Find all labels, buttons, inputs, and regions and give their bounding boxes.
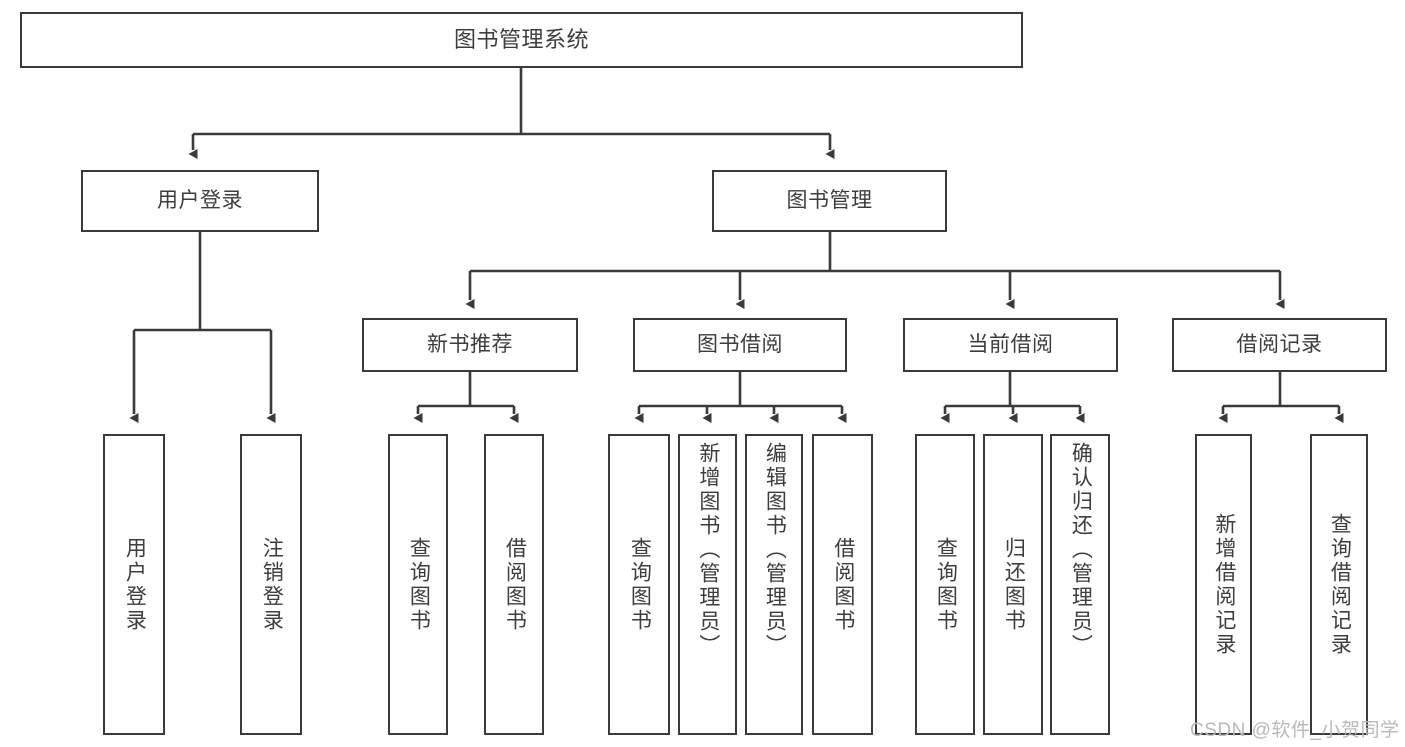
node-user-login[interactable]: 用户登录 <box>81 170 319 232</box>
csdn-watermark: CSDN @软件_小贺同学 <box>1190 720 1400 741</box>
node-borrow-record[interactable]: 借阅记录 <box>1172 318 1387 372</box>
leaf-query-books-borrow[interactable]: 查询图书 <box>608 434 670 735</box>
leaf-add-borrow-record[interactable]: 新增借阅记录 <box>1195 434 1252 735</box>
node-current-borrow[interactable]: 当前借阅 <box>903 318 1118 372</box>
leaf-logout[interactable]: 注销登录 <box>240 434 302 735</box>
leaf-add-book-admin[interactable]: 新增图书（管理员） <box>678 434 737 735</box>
leaf-query-books-recommend[interactable]: 查询图书 <box>388 434 448 735</box>
leaf-borrow-books[interactable]: 借阅图书 <box>812 434 873 735</box>
node-new-book-recommend[interactable]: 新书推荐 <box>362 318 578 372</box>
leaf-borrow-books-recommend[interactable]: 借阅图书 <box>484 434 544 735</box>
leaf-user-login[interactable]: 用户登录 <box>103 434 165 735</box>
node-book-management[interactable]: 图书管理 <box>712 170 947 232</box>
leaf-edit-book-admin[interactable]: 编辑图书（管理员） <box>745 434 803 735</box>
leaf-confirm-return-admin[interactable]: 确认归还（管理员） <box>1050 434 1110 735</box>
leaf-return-books[interactable]: 归还图书 <box>983 434 1043 735</box>
node-book-borrow[interactable]: 图书借阅 <box>633 318 847 372</box>
leaf-query-borrow-record[interactable]: 查询借阅记录 <box>1310 434 1368 735</box>
node-root[interactable]: 图书管理系统 <box>20 12 1023 68</box>
leaf-query-books-current[interactable]: 查询图书 <box>915 434 975 735</box>
